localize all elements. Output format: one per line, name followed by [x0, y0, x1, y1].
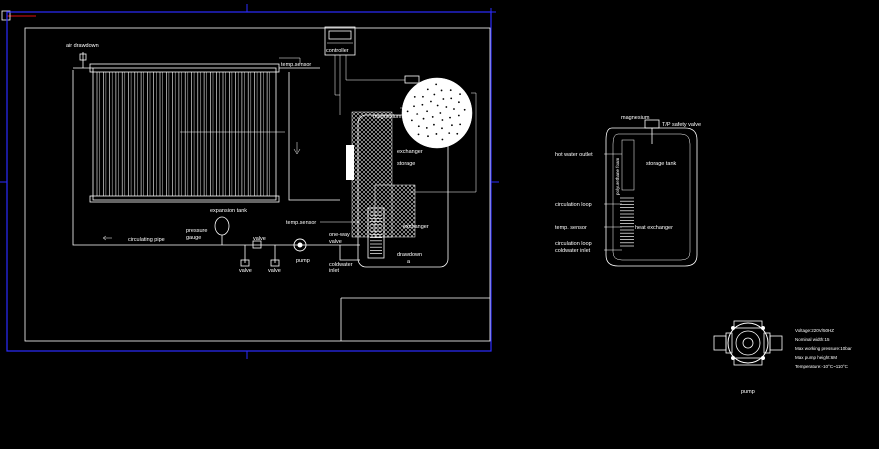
collector-tubes — [96, 72, 270, 196]
label-valve-b: valve — [268, 268, 281, 274]
label-valve-a: valve — [239, 268, 252, 274]
label-magnesium-left: magnesium — [373, 114, 402, 120]
pump-spec-line: Voltage:220V/50HZ — [795, 328, 834, 333]
solar-collector — [89, 63, 285, 203]
socket-icon — [404, 75, 420, 84]
frame-ticks — [0, 4, 499, 359]
label-cold-water-2: inlet — [329, 268, 340, 274]
label-pressure-gauge-1: pressure — [186, 228, 207, 234]
label-pump-caption: pump — [741, 389, 755, 395]
pump-spec-line: Temperature:-10°C~110°C — [795, 364, 849, 369]
label-heat-exchanger: heat exchanger — [635, 225, 673, 231]
label-exchanger-left: exchanger — [397, 149, 423, 155]
label-tp-safety-valve: T/P safety valve — [662, 122, 701, 128]
label-circulation-loop-bottom: circulation loop — [555, 241, 592, 247]
label-storage-left: storage — [397, 161, 415, 167]
pump-detail — [713, 320, 783, 366]
label-magnesium: magnesium — [621, 115, 650, 121]
label-hot-water-outlet: hot water outlet — [555, 152, 593, 158]
label-drawdown-a: a — [407, 259, 411, 265]
tank-section — [605, 119, 698, 267]
label-controller: controller — [326, 48, 349, 54]
tank-left — [346, 111, 449, 268]
label-one-way-valve-2: valve — [329, 239, 342, 245]
label-exchanger-mid: exchanger — [403, 224, 429, 230]
label-storage-tank: storage tank — [646, 161, 677, 167]
label-valve-mid: valve — [253, 236, 266, 242]
label-air-drawdown: air drawdown — [66, 43, 99, 49]
outer-frame — [6, 11, 492, 352]
label-pressure-gauge-2: gauge — [186, 235, 201, 241]
pump-specs: Voltage:220V/50HZ Nominal width:15 Max w… — [795, 328, 852, 369]
air-drawdown-valve — [73, 52, 93, 69]
pump-small — [293, 238, 307, 252]
label-circulating-pipe: circulating pipe — [128, 237, 165, 243]
label-expansion-tank: expansion tank — [210, 208, 247, 214]
pump-spec-line: Nominal width:15 — [795, 337, 830, 342]
valve-drops — [240, 240, 280, 267]
detail-circle — [400, 77, 477, 193]
label-cold-water-1: coldwater — [329, 262, 353, 268]
title-block — [340, 297, 490, 341]
label-temp-sensor-mid: temp.sensor — [286, 220, 316, 226]
label-tank-cold-water-inlet: coldwater inlet — [555, 248, 591, 254]
pump-spec-line: Max working pressure:10bar — [795, 346, 852, 351]
expansion-tank — [214, 216, 230, 245]
label-temp-sensor-top: temp.sensor — [281, 62, 311, 68]
inner-frame — [24, 27, 491, 342]
label-temp-sensor: temp. sensor — [555, 225, 587, 231]
label-pump-small: pump — [296, 258, 310, 264]
label-one-way-valve-1: one-way — [329, 232, 350, 238]
pump-spec-line: Max pump height:6M — [795, 355, 837, 360]
label-drawdown: drawdown — [397, 252, 422, 258]
label-circulation-loop-top: circulation loop — [555, 202, 592, 208]
label-insulation: polyurethane foam — [615, 157, 620, 195]
